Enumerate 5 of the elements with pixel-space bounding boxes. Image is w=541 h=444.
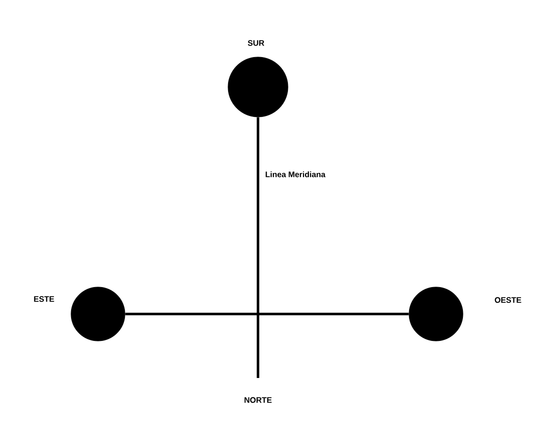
line [125,312,409,316]
filled-circle [70,286,126,342]
line [256,117,260,378]
filled-circle [228,56,288,118]
filled-circle [408,286,464,342]
